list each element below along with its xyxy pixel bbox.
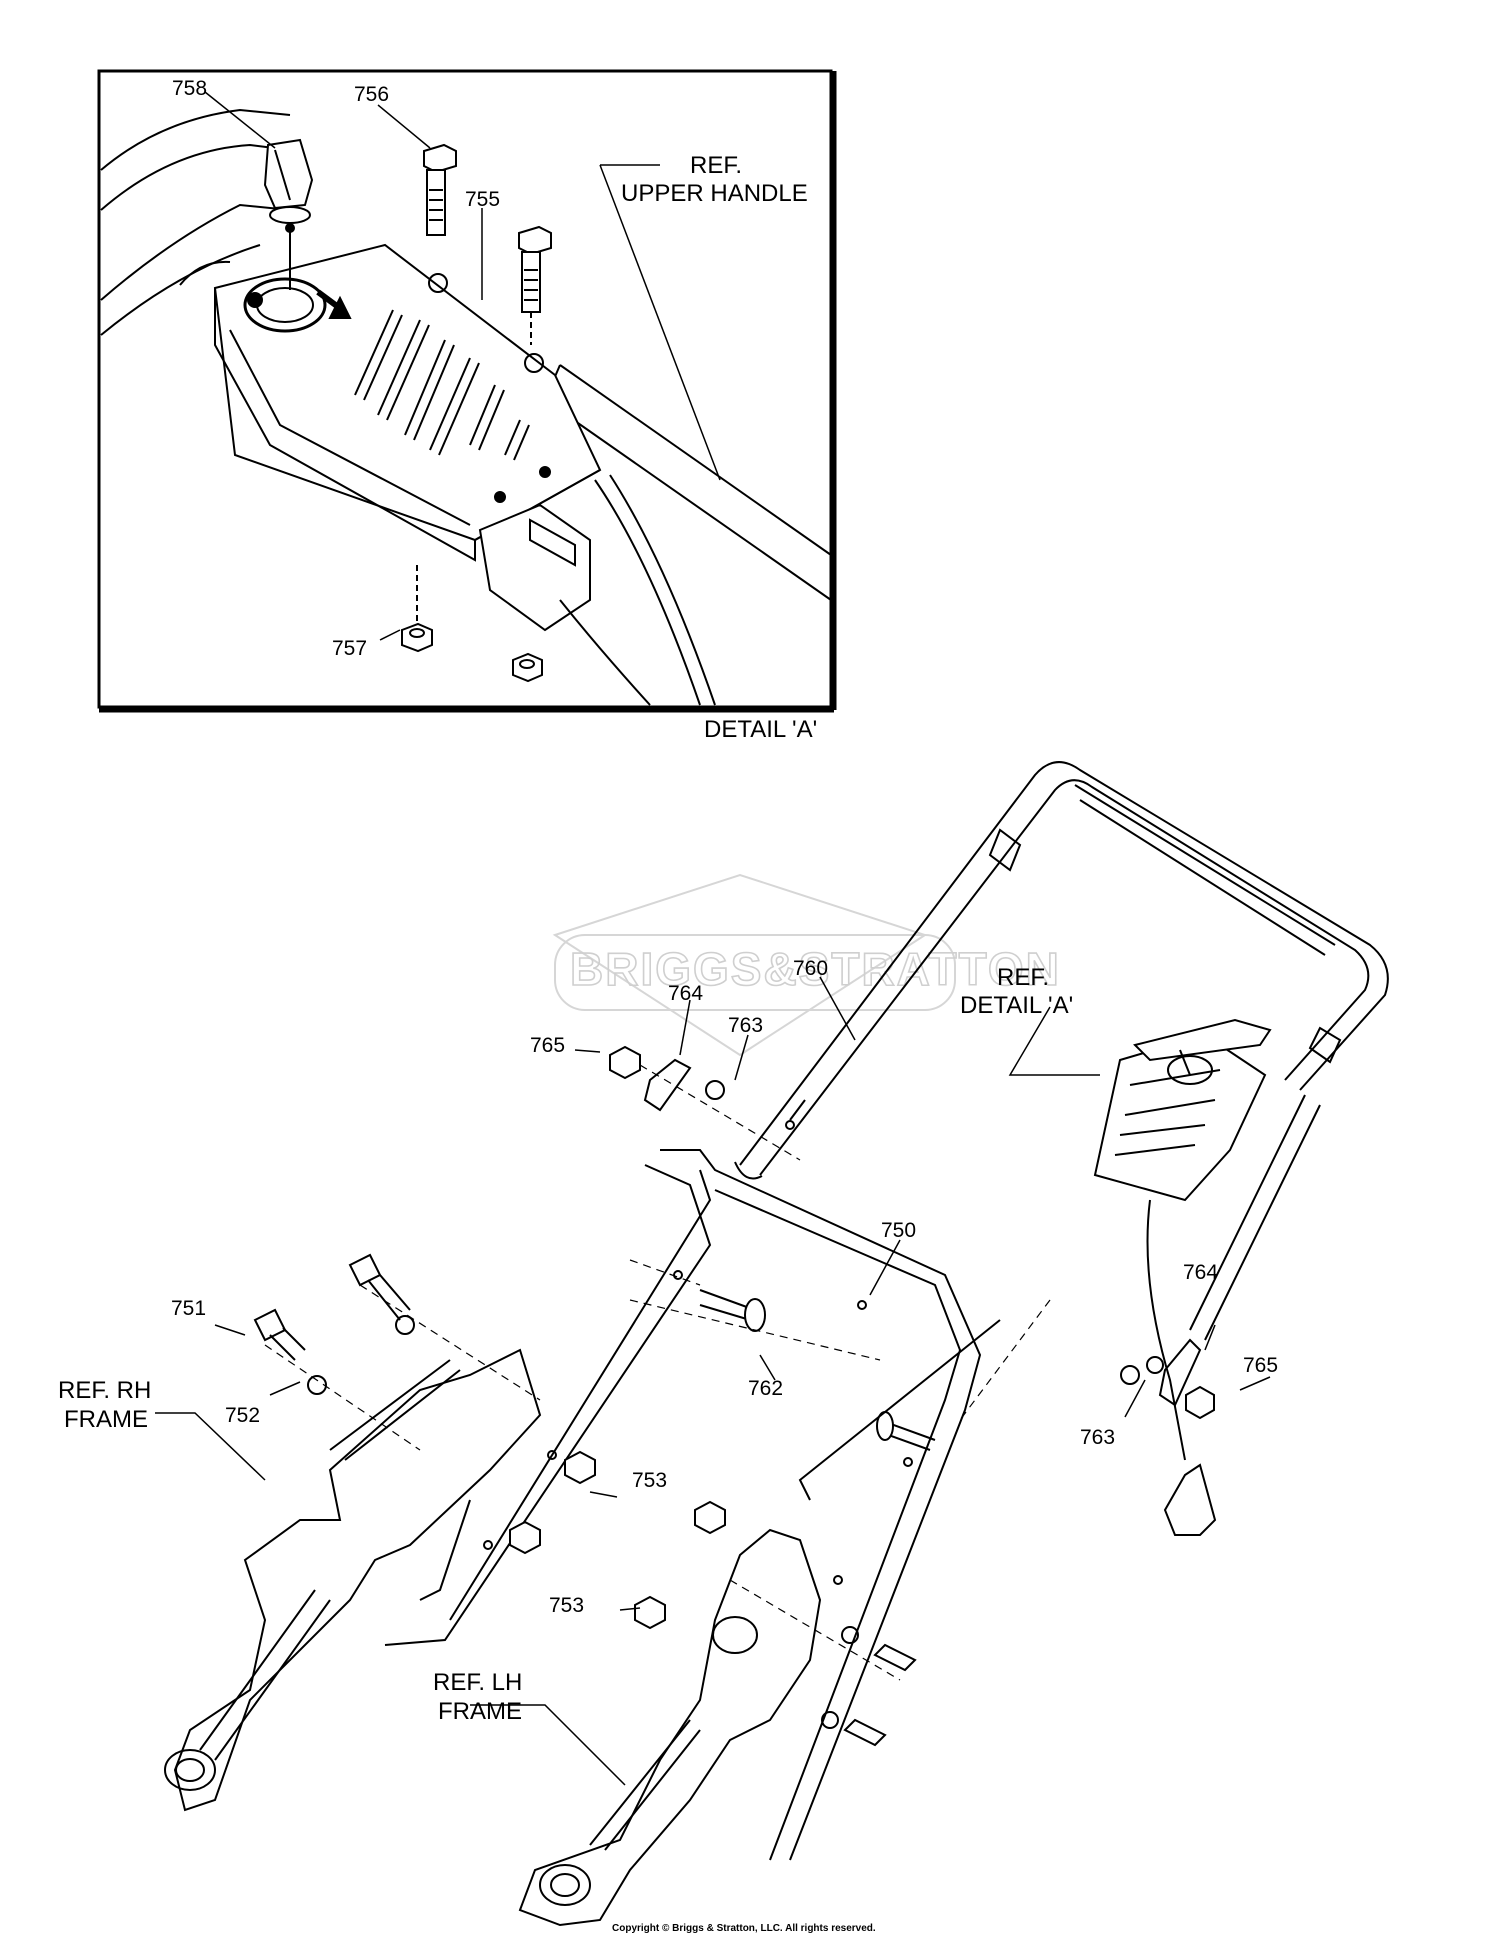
callout-764-lower: 764 — [1183, 1261, 1218, 1284]
detail-a-inset — [97, 69, 837, 713]
detail-a-frame — [97, 69, 833, 709]
callout-750: 750 — [881, 1219, 916, 1242]
callout-764-upper: 764 — [668, 982, 703, 1005]
control-box-housing — [213, 243, 602, 562]
detail-leaders — [204, 91, 721, 641]
upper-handle — [734, 761, 1389, 1341]
detail-upper-handle-tube — [100, 108, 832, 601]
handle-control-box — [1093, 1018, 1272, 1202]
ref-rh-frame-line2: FRAME — [64, 1406, 148, 1433]
callout-751: 751 — [171, 1297, 206, 1320]
main-exploded-view — [155, 761, 1389, 1927]
callout-763-lower: 763 — [1080, 1426, 1115, 1449]
hex-nuts — [401, 565, 543, 683]
nuts-washers — [307, 1045, 1215, 1729]
detail-a-labels: 758 756 755 757 REF. UPPER HANDLE DETAIL… — [172, 77, 817, 743]
detail-a-caption: DETAIL 'A' — [704, 716, 817, 743]
ref-rh-frame-line1: REF. RH — [58, 1377, 151, 1404]
watermark-text: BRIGGS&STRATTON — [570, 943, 1061, 995]
copyright-notice: Copyright © Briggs & Stratton, LLC. All … — [612, 1923, 876, 1934]
handle-knobs — [643, 1058, 1202, 1407]
ref-lh-frame-line2: FRAME — [438, 1698, 522, 1725]
callout-752: 752 — [225, 1404, 260, 1427]
main-labels: 760 764 763 765 750 751 752 753 762 753 … — [58, 957, 1278, 1725]
brand-watermark: BRIGGS&STRATTON — [552, 873, 1061, 1057]
fastener-bolts — [253, 1253, 936, 1747]
ref-upper-handle-line2: UPPER HANDLE — [621, 180, 808, 207]
callout-753-lower: 753 — [549, 1594, 584, 1617]
callout-763-upper: 763 — [728, 1014, 763, 1037]
ref-upper-handle-line1: REF. — [690, 152, 742, 179]
cable-plug — [798, 1199, 1217, 1536]
safety-key — [263, 138, 314, 290]
lh-frame — [518, 1528, 822, 1927]
hex-bolts — [423, 143, 552, 345]
assembly-lines — [264, 1064, 1051, 1681]
callout-758: 758 — [172, 77, 207, 100]
callout-756: 756 — [354, 83, 389, 106]
ref-lh-frame-line1: REF. LH — [433, 1669, 522, 1696]
housing-ribs — [354, 309, 530, 461]
main-leaders — [155, 976, 1271, 1786]
lower-handle — [384, 1149, 982, 1861]
callout-765-upper: 765 — [530, 1034, 565, 1057]
rh-frame — [164, 1348, 542, 1812]
ref-detail-a-line2: DETAIL 'A' — [960, 992, 1073, 1019]
callout-755: 755 — [465, 188, 500, 211]
callout-760: 760 — [793, 957, 828, 980]
callout-762: 762 — [748, 1377, 783, 1400]
ref-detail-a-line1: REF. — [997, 964, 1049, 991]
callout-757: 757 — [332, 637, 367, 660]
wire-connector — [478, 474, 716, 706]
callout-765-lower: 765 — [1243, 1354, 1278, 1377]
callout-753-upper: 753 — [632, 1469, 667, 1492]
